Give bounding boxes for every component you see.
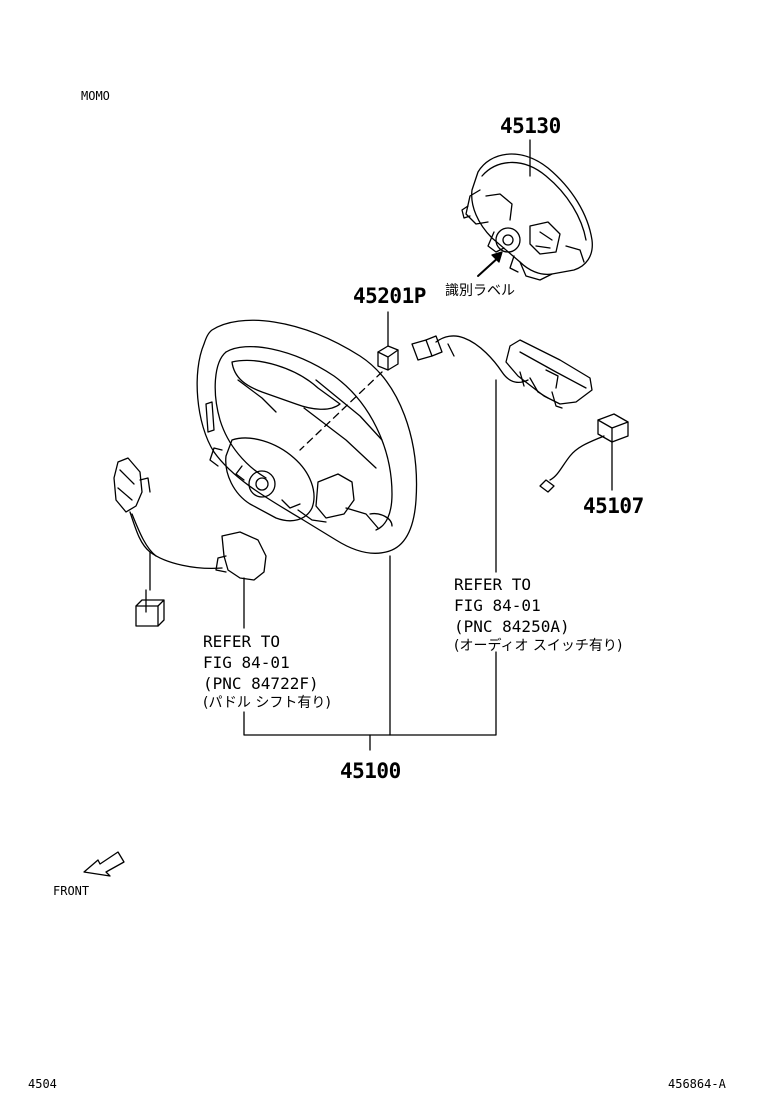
steering-wheel-drawing — [196, 319, 418, 554]
paddle-switch-reference: REFER TO FIG 84-01 (PNC 84722F) (パドル シフト… — [203, 631, 331, 711]
nut-drawing — [377, 345, 399, 371]
part-number-steering-wheel[interactable]: 45100 — [340, 759, 401, 783]
paddle-ref-line1[interactable]: REFER TO — [203, 632, 281, 651]
harness-drawing — [539, 413, 629, 493]
id-label-arrow — [477, 251, 503, 277]
page-code: 4504 — [28, 1077, 57, 1091]
nut-axis-dashed — [299, 371, 383, 451]
paddle-ref-line2[interactable]: FIG 84-01 — [203, 653, 290, 672]
part-number-airbag[interactable]: 45130 — [500, 114, 561, 138]
paddle-ref-line3[interactable]: (PNC 84722F) — [203, 674, 319, 693]
audio-ref-line3[interactable]: (PNC 84250A) — [454, 617, 570, 636]
part-number-harness[interactable]: 45107 — [583, 494, 644, 518]
audio-switch-drawing — [411, 335, 593, 409]
variant-label: MOMO — [81, 89, 110, 103]
airbag-module-drawing — [461, 153, 593, 281]
audio-ref-line2[interactable]: FIG 84-01 — [454, 596, 541, 615]
front-label: FRONT — [53, 884, 90, 898]
paddle-ref-condition: (パドル シフト有り) — [203, 695, 331, 711]
audio-ref-condition: (オーディオ スイッチ有り) — [454, 638, 623, 654]
audio-switch-reference: REFER TO FIG 84-01 (PNC 84250A) (オーディオ ス… — [454, 574, 623, 654]
front-direction-arrow-icon — [83, 851, 125, 877]
illustration-id: 456864-A — [668, 1077, 726, 1091]
paddle-switch-drawing — [113, 457, 267, 627]
audio-ref-line1[interactable]: REFER TO — [454, 575, 532, 594]
id-label-note: 識別ラベル — [445, 283, 515, 299]
part-number-nut[interactable]: 45201P — [353, 284, 426, 308]
bracket-45100 — [243, 651, 497, 751]
